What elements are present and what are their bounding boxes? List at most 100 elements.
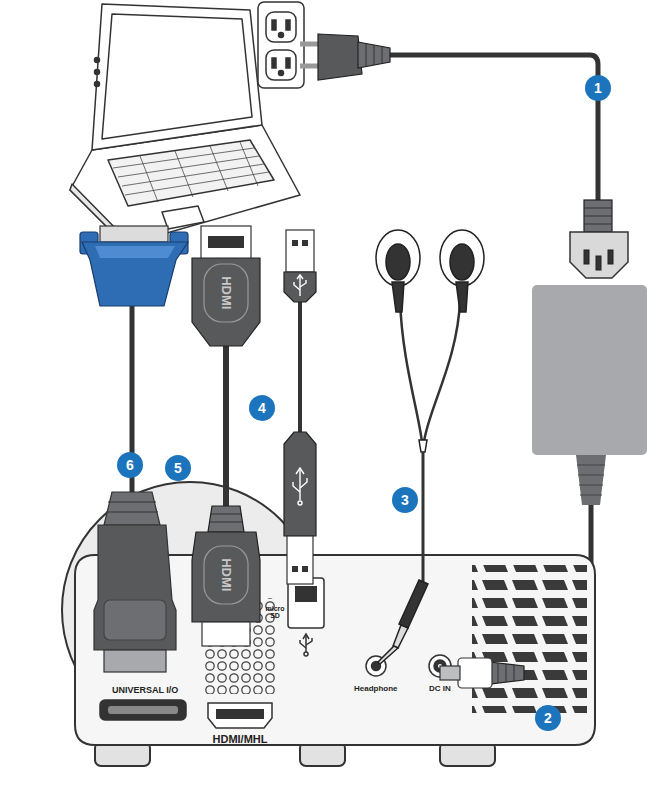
usb-cable bbox=[298, 501, 302, 505]
laptop bbox=[113, 148, 254, 168]
ports bbox=[303, 634, 309, 639]
callout-number: 5 bbox=[174, 460, 182, 476]
wall-outlet bbox=[279, 33, 284, 38]
usb-cable bbox=[286, 230, 314, 272]
usb-cable bbox=[284, 272, 316, 302]
dc-plug bbox=[440, 658, 524, 688]
usb-cable bbox=[298, 300, 302, 440]
hdmi-cable bbox=[210, 514, 242, 522]
hdmi-cable bbox=[202, 622, 250, 646]
laptop bbox=[140, 156, 158, 202]
usb-cable bbox=[296, 468, 304, 474]
ports bbox=[306, 638, 312, 645]
callout-number: 2 bbox=[535, 705, 561, 731]
universal-io-cable bbox=[95, 246, 175, 258]
hdmi-cable bbox=[201, 226, 251, 260]
laptop bbox=[108, 140, 274, 206]
usb-cable bbox=[287, 536, 313, 584]
earphones bbox=[386, 244, 410, 280]
universal-io-cable bbox=[82, 242, 188, 306]
hdmi-cable bbox=[208, 236, 244, 248]
callout-number: 3 bbox=[392, 487, 418, 513]
power-cord bbox=[584, 208, 612, 209]
dc-plug bbox=[440, 666, 460, 680]
laptop bbox=[210, 146, 228, 191]
power-cord bbox=[584, 216, 612, 217]
power-cord bbox=[358, 42, 390, 68]
power-cord bbox=[570, 232, 628, 278]
laptop bbox=[122, 164, 264, 186]
hdmi-cable bbox=[210, 522, 242, 523]
power-cord bbox=[596, 256, 601, 270]
callout-number: 4 bbox=[249, 395, 275, 421]
ports bbox=[300, 640, 306, 648]
laptop bbox=[175, 151, 193, 197]
universal-io-cable bbox=[100, 226, 168, 242]
earphones bbox=[440, 230, 484, 286]
power-cord bbox=[584, 208, 612, 224]
power-cord bbox=[366, 44, 367, 66]
universal-io-cable bbox=[106, 512, 158, 513]
wall-outlet bbox=[272, 58, 276, 68]
laptop bbox=[102, 14, 252, 139]
dc-plug bbox=[498, 663, 499, 683]
callout-number: 6 bbox=[126, 457, 134, 473]
callout-number: 4 bbox=[258, 400, 266, 416]
projector bbox=[62, 482, 595, 766]
wall-outlet bbox=[258, 2, 304, 88]
dc-plug bbox=[490, 662, 524, 684]
port-label: DC IN bbox=[429, 685, 451, 693]
dc-plug bbox=[458, 658, 492, 688]
power-adapter bbox=[577, 465, 605, 466]
ports bbox=[300, 634, 312, 656]
hdmi-cable bbox=[208, 506, 244, 532]
universal-io-cable bbox=[94, 525, 176, 650]
projector bbox=[472, 565, 587, 713]
callout-number: 2 bbox=[544, 710, 552, 726]
wall-outlet bbox=[279, 71, 284, 76]
ports bbox=[216, 709, 264, 719]
wall-outlet bbox=[286, 58, 290, 68]
ports bbox=[304, 652, 308, 656]
dc-plug bbox=[514, 665, 515, 681]
hdmi-cable bbox=[192, 226, 260, 646]
port-label: UNIVERSAL I/O bbox=[112, 686, 178, 695]
callout-number: 1 bbox=[585, 75, 611, 101]
power-adapter bbox=[577, 465, 605, 495]
power-adapter bbox=[579, 485, 603, 486]
laptop bbox=[92, 4, 262, 150]
laptop bbox=[95, 58, 100, 63]
wall-outlet bbox=[266, 50, 296, 80]
ports bbox=[295, 586, 317, 602]
universal-io-cable bbox=[80, 226, 188, 672]
callout-number: 5 bbox=[165, 455, 191, 481]
earphones bbox=[400, 300, 422, 442]
universal-io-cable bbox=[104, 492, 160, 525]
wall-outlet bbox=[272, 20, 276, 30]
laptop bbox=[118, 156, 259, 177]
laptop bbox=[240, 142, 258, 186]
earphones bbox=[376, 230, 484, 664]
usb-cable bbox=[292, 566, 298, 572]
earphones bbox=[378, 646, 398, 664]
power-cord bbox=[584, 224, 612, 225]
wall-outlet bbox=[258, 2, 304, 88]
ports bbox=[100, 578, 451, 728]
usb-cable bbox=[284, 432, 316, 536]
power-cord bbox=[374, 45, 375, 65]
earphones bbox=[399, 580, 428, 628]
power-cord bbox=[300, 64, 318, 69]
port-label: Headphone bbox=[354, 685, 398, 693]
laptop bbox=[95, 70, 100, 75]
power-cord bbox=[584, 250, 589, 264]
earphones bbox=[450, 244, 474, 280]
hdmi-cable bbox=[192, 532, 260, 622]
hdmi-cable bbox=[204, 546, 248, 604]
usb-cable bbox=[299, 470, 300, 500]
power-cord bbox=[366, 44, 382, 66]
universal-io-cable bbox=[104, 650, 166, 672]
power-cord bbox=[388, 55, 598, 228]
usb-cable bbox=[302, 566, 308, 572]
earphones bbox=[392, 282, 404, 312]
